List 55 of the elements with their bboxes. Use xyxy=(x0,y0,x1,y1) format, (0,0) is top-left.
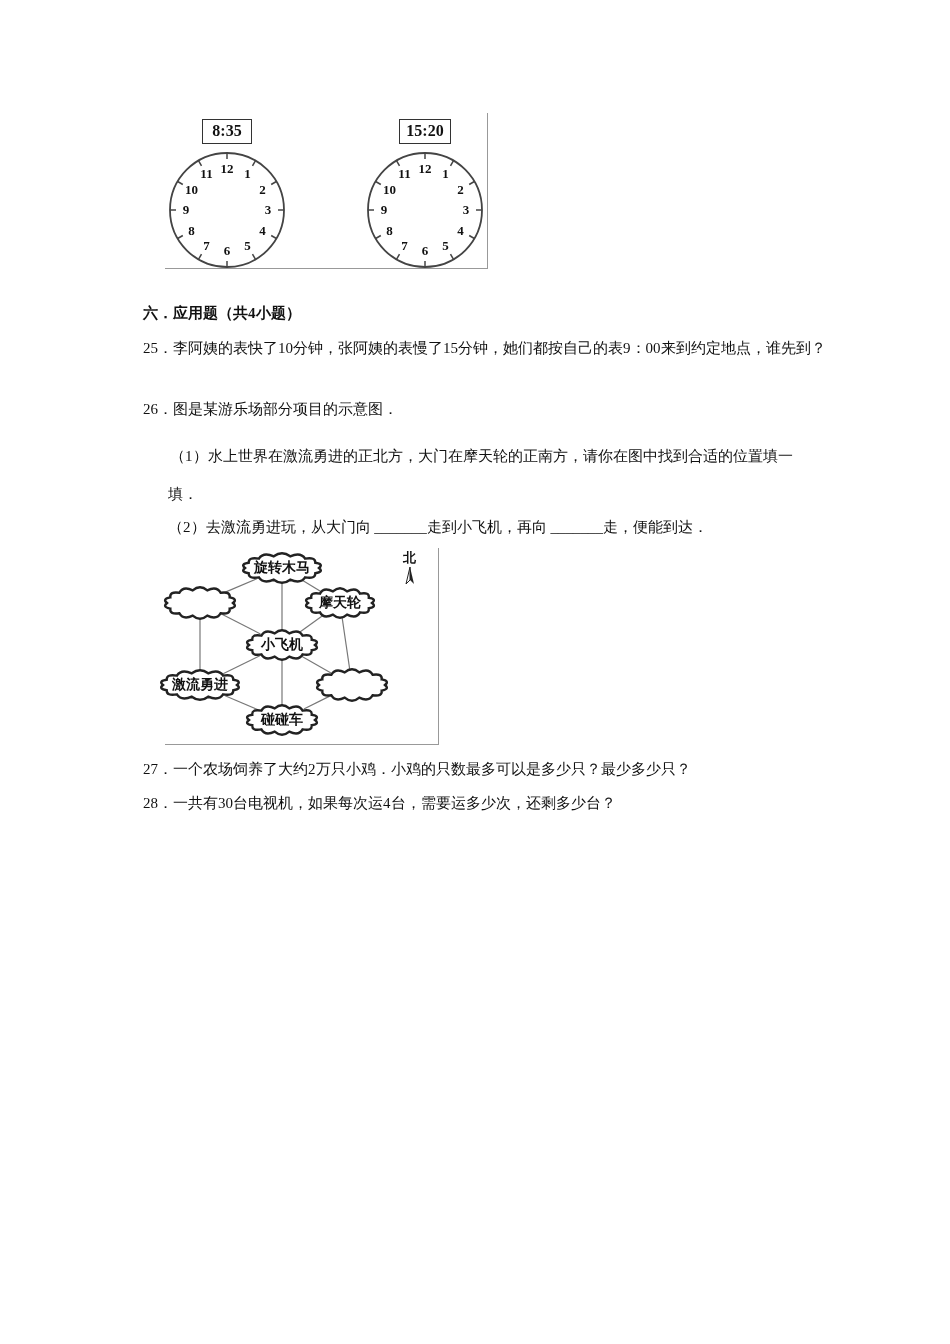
clock-number: 11 xyxy=(200,167,213,182)
connecting-line xyxy=(298,614,324,634)
question-text: 27．一个农场饲养了大约2万只小鸡．小鸡的只数最多可以是多少只？最少多少只？ xyxy=(143,760,692,779)
connecting-line xyxy=(303,695,330,710)
section-heading: 六．应用题（共4小题） xyxy=(143,304,302,323)
clock-number: 10 xyxy=(185,182,198,197)
clock-number: 2 xyxy=(259,182,266,197)
connecting-line xyxy=(224,578,258,593)
cloud-shape xyxy=(316,669,388,701)
connecting-line xyxy=(222,655,261,675)
clock-number: 1 xyxy=(442,167,449,182)
clock-number: 12 xyxy=(418,162,432,176)
clock-number: 4 xyxy=(457,223,464,238)
clock-number: 3 xyxy=(462,203,470,217)
cloud-shape xyxy=(305,588,375,618)
cloud-shape xyxy=(164,587,236,619)
cloud-shape xyxy=(242,553,322,583)
connecting-line xyxy=(301,579,322,593)
place-name: 激流勇进 xyxy=(172,676,228,694)
clock-number: 7 xyxy=(203,238,210,253)
clock-number: 4 xyxy=(259,223,266,238)
clock-number: 1 xyxy=(244,167,251,182)
clock-number: 3 xyxy=(264,203,272,217)
clock-number: 9 xyxy=(380,203,388,217)
clock-number: 5 xyxy=(442,238,449,253)
question-text: 25．李阿姨的表快了10分钟，张阿姨的表慢了15分钟，她们都按自己的表9：00来到约定地点，谁先到？ xyxy=(143,339,827,358)
question-text: （1）水上世界在激流勇进的正北方，大门在摩天轮的正南方，请你在图中找到合适的位置填一填． xyxy=(168,447,794,504)
clock-face xyxy=(367,152,483,268)
connecting-line xyxy=(301,655,332,674)
clock-number: 8 xyxy=(386,223,393,238)
cloud-shape xyxy=(160,670,240,700)
clock-number: 11 xyxy=(398,167,411,182)
connecting-line xyxy=(221,613,262,635)
time-box: 15:20 xyxy=(399,118,451,144)
clock-number: 7 xyxy=(401,238,408,253)
question-text: 26．图是某游乐场部分项目的示意图． xyxy=(143,400,399,419)
time-box: 8:35 xyxy=(202,118,252,144)
clock-number: 6 xyxy=(223,244,231,258)
place-name: 碰碰车 xyxy=(261,711,303,729)
north-label: 北 xyxy=(403,551,416,565)
clock-number: 12 xyxy=(220,162,234,176)
question-text: （2）去激流勇进玩，从大门向 _______走到小飞机，再向 _______走，便能到达． xyxy=(168,518,709,537)
cloud-shape xyxy=(246,630,318,660)
clock-number: 9 xyxy=(182,203,190,217)
clock-number: 8 xyxy=(188,223,195,238)
clock-number: 2 xyxy=(457,182,464,197)
clock-number: 6 xyxy=(421,244,429,258)
clock-face xyxy=(169,152,285,268)
place-name: 旋转木马 xyxy=(254,559,310,577)
clock-number: 10 xyxy=(383,182,396,197)
question-text: 28．一共有30台电视机，如果每次运4台，需要运多少次，还剩多少台？ xyxy=(143,794,617,813)
cloud-shape xyxy=(246,705,318,735)
place-name: 摩天轮 xyxy=(319,594,361,612)
clock-number: 5 xyxy=(244,238,251,253)
place-name: 小飞机 xyxy=(261,636,303,654)
